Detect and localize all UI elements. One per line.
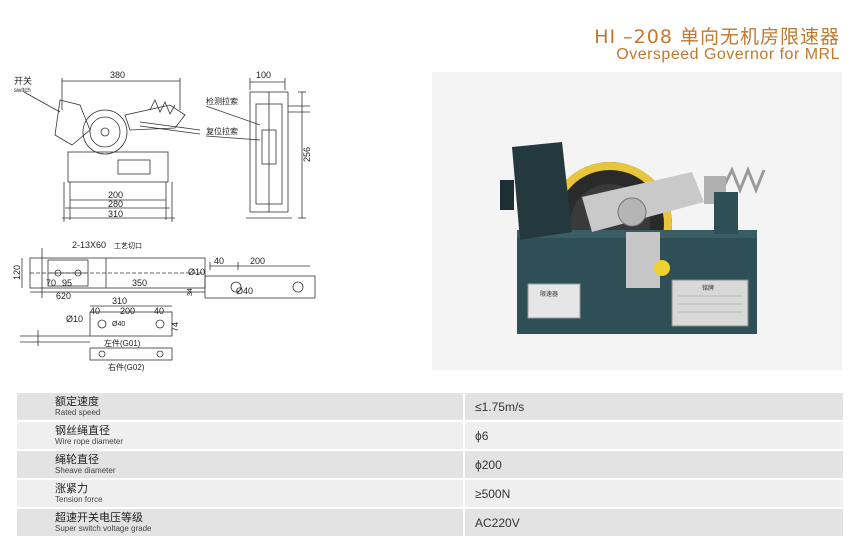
spec-table: 额定速度 Rated speed ≤1.75m/s 钢丝绳直径 Wire rop…	[17, 393, 843, 538]
spec-value: ϕ200	[464, 450, 843, 479]
spec-value: AC220V	[464, 508, 843, 537]
spec-label-cn: 额定速度	[55, 395, 99, 408]
dim-label: 40	[90, 306, 100, 316]
dim-label: 200	[108, 190, 123, 200]
table-row: 绳轮直径 Sheave diameter ϕ200	[17, 450, 843, 479]
spec-value: ≤1.75m/s	[464, 393, 843, 421]
table-row: 额定速度 Rated speed ≤1.75m/s	[17, 393, 843, 421]
dim-label: 100	[256, 70, 271, 80]
dim-label: 200	[250, 256, 265, 266]
spec-label-en: Tension force	[55, 495, 103, 504]
bracket-drawing	[20, 305, 173, 361]
reset-pull-label: 复位拉索	[206, 126, 238, 136]
right-nameplate	[671, 279, 749, 327]
dim-label: 620	[56, 291, 71, 301]
table-row: 涨紧力 Tension force ≥500N	[17, 479, 843, 508]
spec-label-en: Super switch voltage grade	[55, 524, 152, 533]
base-plate-drawing	[21, 248, 206, 298]
spec-label: 钢丝绳直径 Wire rope diameter	[17, 421, 465, 450]
process-cut-label: 工艺切口	[114, 242, 142, 250]
left-nameplate-title: 限速器	[540, 290, 558, 298]
right-part-label: 右件(G02)	[108, 362, 145, 372]
switch-label-en: switch	[14, 88, 31, 94]
switch-label-cn: 开关	[14, 75, 32, 86]
spec-label-en: Sheave diameter	[55, 466, 116, 475]
dim-label: 380	[110, 70, 125, 80]
dim-label: 310	[108, 209, 123, 219]
product-title-en: Overspeed Governor for MRL	[616, 46, 840, 63]
dim-label: 200	[120, 306, 135, 316]
spec-label: 绳轮直径 Sheave diameter	[17, 450, 465, 479]
left-part-label: 左件(G01)	[104, 338, 141, 348]
holes-label: 2-13X60	[72, 240, 106, 250]
dim-label: Ø40	[236, 286, 253, 296]
dim-label: 40	[154, 306, 164, 316]
dim-label: 280	[108, 199, 123, 209]
technical-drawings: 开关 switch 380 100 200 280 310 256 检测拉索 复…	[12, 70, 316, 372]
spec-label-cn: 绳轮直径	[55, 453, 99, 466]
front-view-drawing	[23, 78, 201, 222]
table-row: 超速开关电压等级 Super switch voltage grade AC22…	[17, 508, 843, 537]
left-nameplate	[527, 283, 581, 319]
dim-label: 70	[46, 278, 56, 288]
dim-label: Ø10	[188, 267, 205, 277]
spec-label-cn: 超速开关电压等级	[55, 511, 143, 524]
dim-label: 350	[132, 278, 147, 288]
dim-label: 74	[170, 322, 180, 332]
product-photo: 限速器 铭牌	[432, 72, 842, 370]
right-nameplate-title: 铭牌	[702, 284, 714, 292]
spec-label-en: Rated speed	[55, 408, 101, 417]
spec-label-en: Wire rope diameter	[55, 437, 124, 446]
dim-label: 120	[12, 265, 22, 280]
dim-label: 95	[62, 278, 72, 288]
dim-label: 256	[302, 147, 312, 162]
dim-label: Ø40	[112, 321, 125, 328]
spec-label-cn: 涨紧力	[55, 482, 88, 495]
spec-label: 额定速度 Rated speed	[17, 393, 465, 421]
spec-label-cn: 钢丝绳直径	[55, 424, 110, 437]
spec-label: 涨紧力 Tension force	[17, 479, 465, 508]
spec-value: ≥500N	[464, 479, 843, 508]
side-view-drawing	[205, 78, 310, 219]
detect-pull-label: 检测拉索	[206, 96, 238, 106]
clamp-detail-drawing	[204, 262, 316, 299]
spec-value: ϕ6	[464, 421, 843, 450]
spec-label: 超速开关电压等级 Super switch voltage grade	[17, 508, 465, 537]
table-row: 钢丝绳直径 Wire rope diameter ϕ6	[17, 421, 843, 450]
dim-label: 40	[214, 256, 224, 266]
product-title-cn: HI –208 单向无机房限速器	[594, 26, 840, 48]
dim-label: 310	[112, 296, 127, 306]
dim-label: Ø10	[66, 314, 83, 324]
governor-illustration: 限速器 铭牌	[500, 142, 766, 334]
dim-label: 34	[187, 288, 194, 296]
